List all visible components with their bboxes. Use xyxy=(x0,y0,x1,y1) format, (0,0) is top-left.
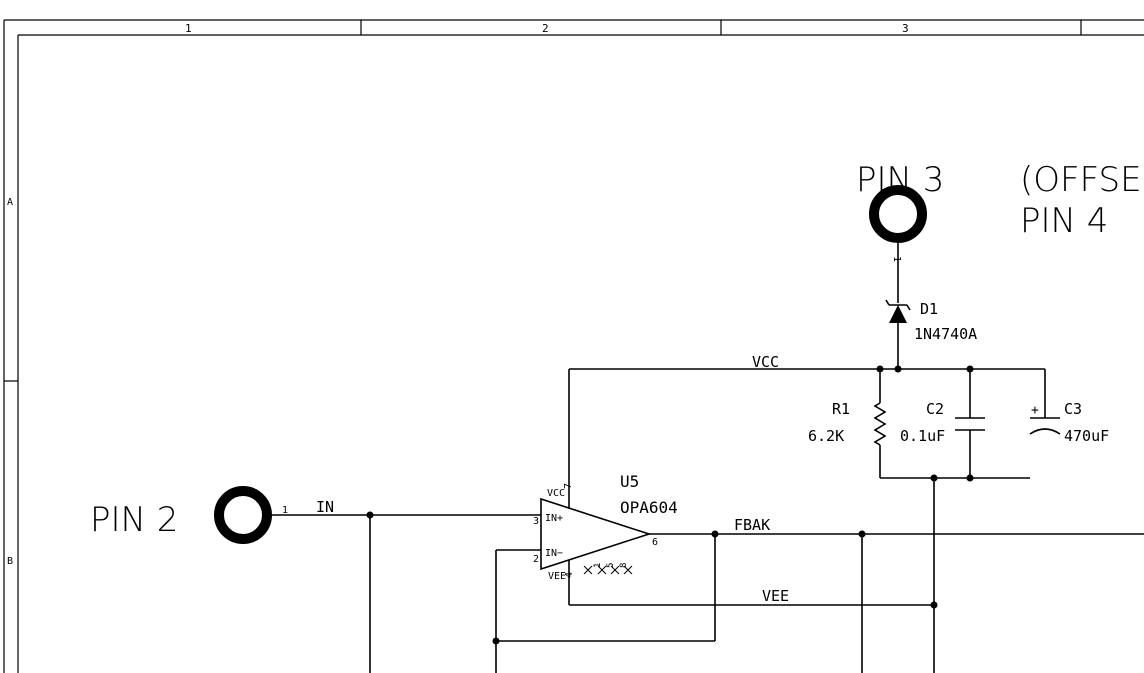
u5-ref: U5 xyxy=(620,472,639,491)
u5-pin4: 4 xyxy=(564,572,575,578)
r1-ref: R1 xyxy=(832,400,850,418)
c2-value: 0.1uF xyxy=(900,427,945,445)
net-label-vcc: VCC xyxy=(752,353,779,371)
net-label-vee: VEE xyxy=(762,587,789,605)
u5-vee-label: VEE xyxy=(548,571,566,582)
junction-vcc-d1 xyxy=(894,365,902,373)
c3-polarity: + xyxy=(1031,403,1039,418)
d1-ref: D1 xyxy=(920,300,938,318)
opamp-u5[interactable] xyxy=(540,497,652,571)
r1-value: 6.2K xyxy=(808,427,844,445)
c2-ref: C2 xyxy=(926,400,944,418)
column-label-1: 1 xyxy=(185,22,192,35)
u5-pin6: 6 xyxy=(652,537,658,548)
capacitor-c2[interactable] xyxy=(955,417,985,431)
u5-value: OPA604 xyxy=(620,498,678,517)
junction-vee xyxy=(930,601,938,609)
c3-ref: C3 xyxy=(1064,400,1082,418)
d1-value: 1N4740A xyxy=(914,325,977,343)
drawing-frame xyxy=(3,19,1144,673)
offset-label-line2: PIN 4 xyxy=(1020,201,1108,241)
row-label-b: B xyxy=(7,556,13,567)
u5-in-minus-label: IN− xyxy=(545,548,563,559)
u5-vcc-label: VCC xyxy=(547,488,565,499)
row-label-a: A xyxy=(7,197,13,208)
u5-pin5: 5 xyxy=(606,563,616,568)
u5-in-plus-label: IN+ xyxy=(545,513,563,524)
pin2-terminal[interactable] xyxy=(214,486,272,544)
capacitor-c3[interactable] xyxy=(1029,417,1061,435)
u5-pin1: 1 xyxy=(593,563,603,568)
offset-label-line1: (OFFSE xyxy=(1020,160,1142,200)
pin2-pin-number: 1 xyxy=(282,505,288,516)
pin3-pin-number: 1 xyxy=(891,256,902,262)
column-label-2: 2 xyxy=(542,22,549,35)
net-label-fbak: FBAK xyxy=(734,516,770,534)
net-label-in: IN xyxy=(316,498,334,516)
u5-pin3: 3 xyxy=(533,516,539,527)
junction-c2-bottom xyxy=(966,474,974,482)
resistor-r1[interactable] xyxy=(873,402,887,446)
u5-pin2: 2 xyxy=(533,554,539,565)
pin3-terminal[interactable] xyxy=(869,185,927,243)
junction-fbak-out xyxy=(711,530,719,538)
u5-pin8: 8 xyxy=(619,563,629,568)
column-label-3: 3 xyxy=(902,22,909,35)
c3-value: 470uF xyxy=(1064,427,1109,445)
u5-pin7: 7 xyxy=(563,483,574,489)
no-connect-markers xyxy=(583,565,633,575)
zener-diode-d1[interactable] xyxy=(885,299,911,323)
pin2-label: PIN 2 xyxy=(90,500,178,540)
